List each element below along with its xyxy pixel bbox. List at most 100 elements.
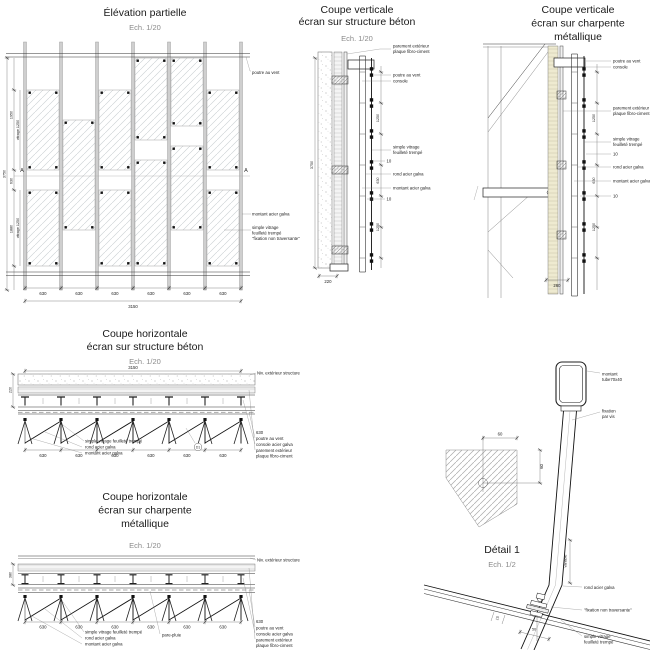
vitrage-label-1: simple vitrage — [584, 634, 611, 639]
dim-pane: 1250 — [376, 114, 380, 122]
dim-glass-upper: vitrage 1250 — [16, 120, 20, 140]
rond-acier-label: rond acier galva — [613, 165, 644, 170]
chc-title-2: écran sur charpente — [98, 505, 192, 517]
dim-bay: 630 — [111, 453, 119, 458]
parement-label-1: parement extérieur — [256, 638, 293, 643]
montant-acier-label: montant acier galva — [252, 212, 290, 217]
cvb-title-2: écran sur structure béton — [299, 16, 416, 28]
cvc-title-1: Coupe verticale — [542, 4, 615, 16]
detail-labels-bottom: rond acier galva "fixation non traversan… — [550, 585, 632, 645]
dim-bay: 630 — [183, 291, 191, 296]
dim-offset: 10 — [613, 152, 618, 157]
niveau-label: Niv. extérieur structure — [257, 558, 301, 563]
dim-total: 3150 — [128, 365, 138, 370]
dim-bay: 630 — [39, 625, 47, 630]
charpente-structure — [473, 43, 556, 298]
console-label: console — [393, 79, 408, 84]
glass-section — [582, 56, 586, 294]
pare-pluie-callout: pare-pluie — [149, 590, 182, 638]
wall-layers — [547, 45, 586, 295]
dim-variable: variable — [564, 555, 568, 568]
glass-section — [369, 58, 374, 270]
dim-pane: 1250 — [592, 223, 596, 231]
cvc-labels: poutre au vent console parement extérieu… — [563, 59, 650, 199]
dim-offset: 10 — [613, 194, 618, 199]
glass-panels — [26, 57, 240, 267]
montant-tube — [555, 361, 587, 412]
detail-scale: Ech. 1/2 — [488, 560, 516, 569]
wall-bands-plan — [17, 563, 256, 593]
montant-section — [359, 55, 366, 273]
dim-anchor-y: 60 — [539, 464, 544, 469]
rond-acier-label: rond acier galva — [85, 445, 116, 450]
dim-pane: 1250 — [592, 114, 596, 122]
chb-scale: Ech. 1/20 — [129, 357, 161, 366]
parement-label-2: plaque fibro-ciment — [613, 111, 650, 116]
fixation-vis-label-2: par vis — [602, 414, 615, 419]
dim-offset: 10 — [387, 197, 392, 202]
dim-bay: 630 — [219, 291, 227, 296]
anchor-block: 60 60 — [445, 432, 544, 528]
chb-dim-left: 220 — [9, 371, 16, 410]
chb-dims-bottom: 630 630 630 630 630 630 — [22, 447, 244, 458]
panel-coupe-horizontale-charpente: Coupe horizontale écran sur charpente mé… — [9, 491, 301, 648]
dim-band: 630 — [376, 177, 380, 183]
dim-wall-beton: 220 — [324, 279, 332, 284]
fixation-vis-label-1: fixation — [602, 409, 616, 414]
cvc-title-2: écran sur charpente — [531, 18, 625, 30]
chb-labels-left: simple vitrage feuilleté trempé rond aci… — [29, 424, 143, 456]
chb-title-2: écran sur structure béton — [87, 341, 204, 353]
poutre-au-vent-label: poutre au vent — [252, 70, 280, 75]
chc-scale: Ech. 1/20 — [129, 541, 161, 550]
dim-bay: 630 — [39, 453, 47, 458]
chc-title-1: Coupe horizontale — [102, 491, 187, 503]
panel-coupe-horizontale-beton: Coupe horizontale écran sur structure bé… — [9, 328, 301, 459]
vitrage-label-2: feuilleté trempé — [584, 640, 614, 645]
vitrage-label-2: feuilleté trempé — [393, 150, 423, 155]
parement-label-1: parement extérieur — [256, 448, 293, 453]
cvc-title-3: métallique — [554, 31, 602, 43]
dim-band: 630 — [10, 178, 14, 184]
rond-acier-label: rond acier galva — [584, 585, 615, 590]
chc-top: Niv. extérieur structure — [18, 555, 301, 563]
elevation-title: Élévation partielle — [104, 6, 187, 19]
cvb-dim-chain: 1250 630 1250 — [376, 66, 384, 268]
dim-lower: 1880 — [10, 225, 14, 233]
chc-labels-left: simple vitrage feuilleté trempé rond aci… — [29, 601, 143, 647]
montant-tube-label-2: tube70x40 — [602, 377, 623, 382]
dim-bay: 630 — [75, 291, 83, 296]
parement-label-1: parement extérieur — [393, 44, 430, 49]
cvc-dim-bottom: 260 — [543, 277, 571, 288]
dim-bay: 630 — [111, 625, 119, 630]
poutre-au-vent-label: poutre au vent — [613, 59, 641, 64]
dim-glass-lower: vitrage 1250 — [16, 218, 20, 238]
dim-upper: 1950 — [10, 111, 14, 119]
elevation-scale: Ech. 1/20 — [129, 23, 161, 32]
dim-total: 3150 — [128, 304, 138, 309]
montant-acier-label: montant acier galva — [613, 179, 650, 184]
fixation-assembly — [526, 592, 549, 618]
poutre-au-vent-label: poutre au vent — [256, 436, 284, 441]
detail-marker-text: D1 — [196, 446, 200, 450]
parement-label-2: plaque fibro-ciment — [256, 454, 293, 459]
section-mark-left: A — [20, 168, 24, 174]
variable-dim: variable — [564, 537, 573, 586]
panel-elevation: Élévation partielle Ech. 1/20 A A — [3, 6, 301, 309]
dim-bay: 630 — [75, 625, 83, 630]
cvb-title-1: Coupe verticale — [321, 4, 394, 16]
dim-bay: 630 — [256, 619, 264, 624]
detail-title: Détail 1 — [484, 544, 520, 556]
fixation-nt-label: "fixation non traversante" — [584, 608, 632, 613]
detail-labels-top: montant tube70x40 fixation par vis — [571, 370, 623, 421]
montant-tube-label-1: montant — [602, 372, 618, 377]
parement-label-2: plaque fibro-ciment — [256, 643, 293, 648]
rond-acier-label: rond acier galva — [85, 636, 116, 641]
section-line-AA: A A — [14, 168, 250, 177]
detail-marker: D1 — [185, 427, 203, 452]
dim-offset: 10 — [387, 159, 392, 164]
chb-labels-right: 630 poutre au vent console acier galva p… — [242, 389, 293, 459]
elevation-leaders: poutre au vent montant acier galva simpl… — [224, 56, 300, 241]
dim-band: 630 — [592, 177, 596, 183]
poutre-au-vent-label: poutre au vent — [256, 626, 284, 631]
dim-bay: 630 — [147, 625, 155, 630]
